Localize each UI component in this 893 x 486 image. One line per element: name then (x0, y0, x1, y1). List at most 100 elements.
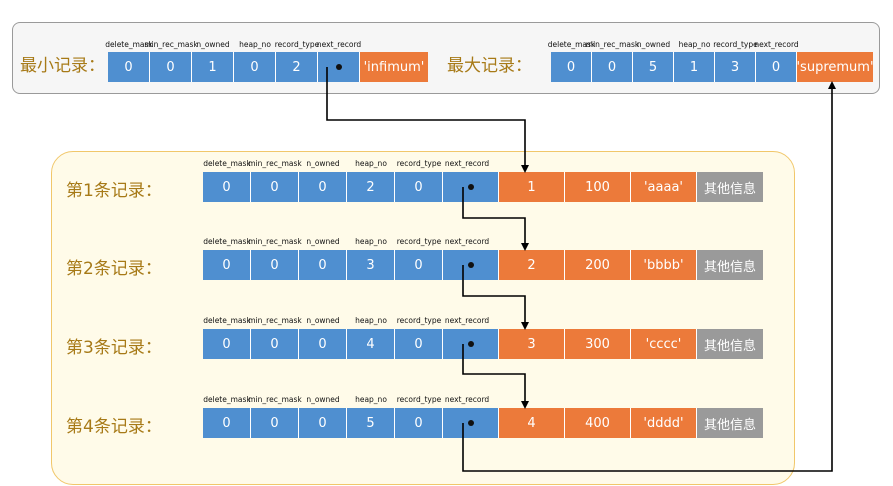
supremum-heap-no: 1 (674, 52, 715, 82)
record-1-header-delete-mask: delete_mask (203, 159, 251, 168)
record-1-other-info: 其他信息 (697, 172, 763, 202)
record-1-header-next-record: next_record (444, 159, 490, 168)
record-2-min-rec-mask: 0 (251, 250, 299, 280)
infimum-delete-mask: 0 (108, 52, 150, 82)
infimum-min-rec-mask: 0 (150, 52, 192, 82)
record-2-num: 200 (565, 250, 631, 280)
record-4-min-rec-mask: 0 (251, 408, 299, 438)
record-2-next-record (443, 250, 499, 280)
supremum-record: 0 0 5 1 3 0 'supremum' (551, 52, 874, 82)
record-2-header-delete-mask: delete_mask (203, 237, 251, 246)
record-2-header-next-record: next_record (444, 237, 490, 246)
infimum-header-next-record: next_record (316, 40, 362, 49)
record-3-header-min-rec-mask: min_rec_mask (248, 316, 302, 325)
record-1-delete-mask: 0 (203, 172, 251, 202)
record-4-record-type: 0 (395, 408, 443, 438)
record-1-n-owned: 0 (299, 172, 347, 202)
infimum-header-n-owned: n_owned (196, 40, 230, 49)
record-3-min-rec-mask: 0 (251, 329, 299, 359)
record-1-header-record-type: record_type (396, 159, 442, 168)
infimum-n-owned: 1 (192, 52, 234, 82)
infimum-header-record-type: record_type (274, 40, 320, 49)
record-2-record-type: 0 (395, 250, 443, 280)
record-3-header-record-type: record_type (396, 316, 442, 325)
record-4-other-info: 其他信息 (697, 408, 763, 438)
record-2-header-n-owned: n_owned (306, 237, 340, 246)
supremum-header-delete-mask: delete_mask (547, 40, 596, 49)
record-3-record-type: 0 (395, 329, 443, 359)
record-1-header-n-owned: n_owned (306, 159, 340, 168)
record-2-heap-no: 3 (347, 250, 395, 280)
record-2-delete-mask: 0 (203, 250, 251, 280)
record-2-str: 'bbbb' (631, 250, 697, 280)
record-4-delete-mask: 0 (203, 408, 251, 438)
record-3-label: 第3条记录： (66, 338, 162, 358)
infimum-header-delete-mask: delete_mask (105, 40, 153, 49)
record-2-label: 第2条记录： (66, 259, 162, 279)
pointer-dot-icon (467, 420, 474, 426)
record-1-str: 'aaaa' (631, 172, 697, 202)
record-4-next-record (443, 408, 499, 438)
record-4-header-heap-no: heap_no (355, 395, 387, 404)
record-1-heap-no: 2 (347, 172, 395, 202)
supremum-header-n-owned: n_owned (636, 40, 671, 49)
record-3-n-owned: 0 (299, 329, 347, 359)
record-1-num: 100 (565, 172, 631, 202)
infimum-header-min-rec-mask: min_rec_mask (144, 40, 198, 49)
record-4-header-min-rec-mask: min_rec_mask (248, 395, 302, 404)
record-4-header-next-record: next_record (444, 395, 490, 404)
record-1-min-rec-mask: 0 (251, 172, 299, 202)
record-3-heap-no: 4 (347, 329, 395, 359)
pointer-dot-icon (467, 341, 474, 347)
pointer-dot-icon (335, 64, 342, 70)
record-4-label: 第4条记录： (66, 417, 162, 437)
record-4-heap-no: 5 (347, 408, 395, 438)
record-4-header-n-owned: n_owned (306, 395, 340, 404)
record-3-str: 'cccc' (631, 329, 697, 359)
record-1-header-heap-no: heap_no (355, 159, 387, 168)
supremum-label: 最大记录： (447, 56, 532, 76)
record-4-str: 'dddd' (631, 408, 697, 438)
record-3-other-info: 其他信息 (697, 329, 763, 359)
record-3-id: 3 (499, 329, 565, 359)
supremum-header-record-type: record_type (713, 40, 758, 49)
record-1-label: 第1条记录： (66, 181, 162, 201)
record-4-num: 400 (565, 408, 631, 438)
infimum-record-type: 2 (276, 52, 318, 82)
pointer-dot-icon (467, 184, 474, 190)
record-4-header-delete-mask: delete_mask (203, 395, 251, 404)
infimum-name: 'infimum' (360, 52, 428, 82)
infimum-header-heap-no: heap_no (239, 40, 271, 49)
record-3-header-heap-no: heap_no (355, 316, 387, 325)
supremum-n-owned: 5 (633, 52, 674, 82)
record-4-id: 4 (499, 408, 565, 438)
record-2-header-record-type: record_type (396, 237, 442, 246)
record-3-next-record (443, 329, 499, 359)
record-2-n-owned: 0 (299, 250, 347, 280)
supremum-min-rec-mask: 0 (592, 52, 633, 82)
supremum-next-record: 0 (756, 52, 797, 82)
supremum-name: 'supremum' (796, 52, 874, 82)
record-3-delete-mask: 0 (203, 329, 251, 359)
record-3-header-next-record: next_record (444, 316, 490, 325)
record-3-header-delete-mask: delete_mask (203, 316, 251, 325)
record-1-next-record (443, 172, 499, 202)
supremum-record-type: 3 (715, 52, 756, 82)
supremum-delete-mask: 0 (551, 52, 592, 82)
supremum-header-heap-no: heap_no (678, 40, 711, 49)
record-1-record-type: 0 (395, 172, 443, 202)
record-2-id: 2 (499, 250, 565, 280)
record-1-id: 1 (499, 172, 565, 202)
supremum-header-next-record: next_record (754, 40, 799, 49)
record-4-n-owned: 0 (299, 408, 347, 438)
record-1-header-min-rec-mask: min_rec_mask (248, 159, 302, 168)
infimum-next-record (318, 52, 360, 82)
infimum-heap-no: 0 (234, 52, 276, 82)
pointer-dot-icon (467, 262, 474, 268)
record-4-header-record-type: record_type (396, 395, 442, 404)
